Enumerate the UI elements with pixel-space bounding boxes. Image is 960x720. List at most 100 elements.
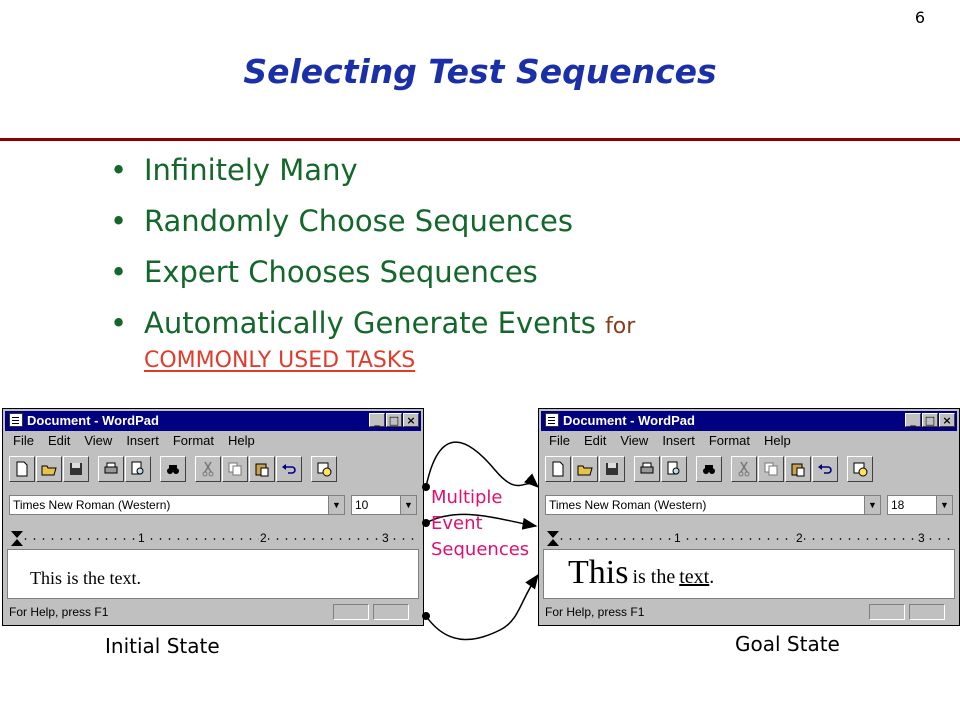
commonly-used-tasks-link: COMMONLY USED TASKS — [144, 348, 416, 373]
document-area[interactable]: This is the text. — [543, 549, 955, 599]
menu-insert[interactable]: Insert — [662, 433, 695, 448]
font-select[interactable]: Times New Roman (Western) ▼ — [9, 495, 345, 515]
save-button[interactable] — [599, 456, 625, 482]
bullet-item: •Expert Chooses Sequences — [110, 252, 810, 292]
dropdown-arrow-icon[interactable]: ▼ — [936, 496, 952, 514]
minimize-button[interactable]: _ — [369, 413, 385, 427]
menu-help[interactable]: Help — [228, 433, 255, 448]
ruler: 1 2 3 — [9, 531, 417, 547]
document-text: This is the text. — [568, 554, 714, 592]
copy-icon — [764, 462, 778, 476]
left-indent-marker[interactable] — [11, 539, 23, 546]
cut-button[interactable] — [731, 456, 757, 482]
menu-insert[interactable]: Insert — [126, 433, 159, 448]
sequence-arrow — [425, 573, 539, 641]
date-time-button[interactable] — [311, 456, 337, 482]
initial-state-label: Initial State — [105, 634, 220, 658]
save-button[interactable] — [63, 456, 89, 482]
save-disk-icon — [606, 463, 618, 475]
initial-state-window: Document - WordPad _ □ × File Edit View … — [2, 408, 424, 626]
undo-button[interactable] — [812, 456, 838, 482]
window-titlebar: Document - WordPad _ □ × — [541, 411, 957, 431]
first-line-indent-marker[interactable] — [547, 531, 559, 538]
copy-button[interactable] — [758, 456, 784, 482]
paste-button[interactable] — [785, 456, 811, 482]
date-time-button[interactable] — [847, 456, 873, 482]
maximize-button[interactable]: □ — [922, 413, 938, 427]
printer-icon — [104, 462, 118, 474]
new-doc-icon — [16, 461, 28, 477]
close-button[interactable]: × — [403, 413, 419, 427]
menu-bar: File Edit View Insert Format Help — [543, 432, 791, 450]
print-button[interactable] — [634, 456, 660, 482]
window-title: Document - WordPad — [27, 413, 159, 428]
dropdown-arrow-icon[interactable]: ▼ — [328, 496, 344, 514]
scissors-icon — [202, 461, 214, 477]
open-button[interactable] — [572, 456, 598, 482]
print-button[interactable] — [98, 456, 124, 482]
bullet-item: • Infinitely Many — [110, 150, 810, 190]
copy-icon — [228, 462, 242, 476]
cut-button[interactable] — [195, 456, 221, 482]
menu-view[interactable]: View — [84, 433, 113, 448]
font-value: Times New Roman (Western) — [549, 498, 707, 512]
doc-word-underlined: text — [679, 566, 710, 588]
paste-button[interactable] — [249, 456, 275, 482]
ruler-mark: 3 — [917, 531, 926, 545]
status-panel — [333, 604, 369, 620]
menu-edit[interactable]: Edit — [583, 433, 607, 448]
bullet-text: Infinitely Many — [144, 153, 358, 187]
font-size-select[interactable]: 10▼ — [351, 495, 417, 515]
new-button[interactable] — [545, 456, 571, 482]
toolbar — [9, 453, 338, 485]
ruler: 1 2 3 — [545, 531, 953, 547]
title-divider — [0, 138, 960, 141]
menu-help[interactable]: Help — [764, 433, 791, 448]
copy-button[interactable] — [222, 456, 248, 482]
document-area[interactable]: This is the text. — [7, 549, 419, 599]
new-button[interactable] — [9, 456, 35, 482]
menu-file[interactable]: File — [13, 433, 34, 448]
new-doc-icon — [552, 461, 564, 477]
doc-word: is the — [632, 566, 676, 588]
bullet-list: • Infinitely Many •Randomly Choose Sequen… — [110, 150, 810, 386]
menu-edit[interactable]: Edit — [47, 433, 71, 448]
font-size-select[interactable]: 18▼ — [887, 495, 953, 515]
find-button[interactable] — [160, 456, 186, 482]
print-preview-button[interactable] — [125, 456, 151, 482]
left-indent-marker[interactable] — [547, 539, 559, 546]
menu-view[interactable]: View — [620, 433, 649, 448]
menu-format[interactable]: Format — [172, 433, 214, 448]
find-button[interactable] — [696, 456, 722, 482]
first-line-indent-marker[interactable] — [11, 531, 23, 538]
print-preview-button[interactable] — [661, 456, 687, 482]
menu-format[interactable]: Format — [708, 433, 750, 448]
label-line: Sequences — [431, 539, 530, 560]
status-panel — [373, 604, 409, 620]
font-select[interactable]: Times New Roman (Western) ▼ — [545, 495, 881, 515]
slide-number: 6 — [914, 8, 926, 27]
undo-icon — [282, 464, 296, 474]
open-folder-icon — [41, 465, 57, 476]
dropdown-arrow-icon[interactable]: ▼ — [864, 496, 880, 514]
font-value: Times New Roman (Western) — [13, 498, 171, 512]
bullet-item: •Randomly Choose Sequences — [110, 201, 810, 241]
sequence-arrow — [425, 441, 540, 489]
menu-file[interactable]: File — [549, 433, 570, 448]
minimize-button[interactable]: _ — [905, 413, 921, 427]
ruler-mark: 2 — [259, 531, 268, 545]
maximize-button[interactable]: □ — [386, 413, 402, 427]
doc-word-large: This — [568, 554, 629, 591]
print-preview-icon — [667, 461, 680, 475]
bullet-dot: • — [110, 153, 128, 187]
binoculars-icon — [703, 465, 715, 474]
close-button[interactable]: × — [939, 413, 955, 427]
undo-button[interactable] — [276, 456, 302, 482]
status-bar: For Help, press F1 — [543, 602, 957, 622]
print-preview-icon — [131, 461, 144, 475]
status-text: For Help, press F1 — [9, 605, 109, 619]
paste-icon — [255, 463, 269, 477]
open-button[interactable] — [36, 456, 62, 482]
dropdown-arrow-icon[interactable]: ▼ — [400, 496, 416, 514]
